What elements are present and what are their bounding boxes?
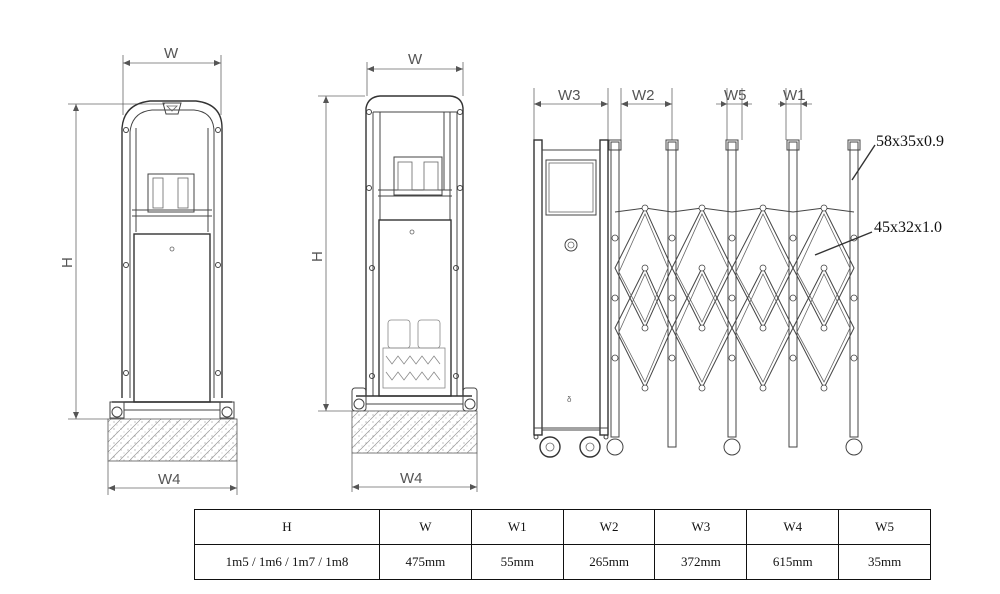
header-h: H bbox=[194, 509, 380, 545]
front-height-label: H bbox=[59, 257, 76, 268]
front-view: W H bbox=[59, 45, 238, 495]
side-base-label: W4 bbox=[400, 470, 423, 487]
header-w5: W5 bbox=[838, 509, 931, 545]
value-w: 475mm bbox=[379, 544, 472, 580]
value-h: 1m5 / 1m6 / 1m7 / 1m8 bbox=[194, 544, 380, 580]
header-w: W bbox=[379, 509, 472, 545]
spec-header-row: H W W1 W2 W3 W4 W5 bbox=[194, 509, 931, 545]
side-view: W H bbox=[309, 51, 478, 492]
gate-w3-label: W3 bbox=[558, 87, 581, 104]
front-width-label: W bbox=[164, 45, 179, 62]
header-w3: W3 bbox=[654, 509, 748, 545]
gate-w2-label: W2 bbox=[632, 87, 655, 104]
value-w5: 35mm bbox=[838, 544, 931, 580]
spec-table: H W W1 W2 W3 W4 W5 1m5 / 1m6 / 1m7 / 1m8… bbox=[194, 509, 931, 580]
value-w4: 615mm bbox=[746, 544, 840, 580]
side-width-label: W bbox=[408, 51, 423, 68]
value-w3: 372mm bbox=[654, 544, 748, 580]
front-base-label: W4 bbox=[158, 471, 181, 488]
gate-view: W3 W2 W5 W1 δ bbox=[533, 87, 944, 458]
svg-text:δ: δ bbox=[567, 395, 572, 404]
gate-w1-label: W1 bbox=[783, 87, 806, 104]
callout-post-size: 58x35x0.9 bbox=[876, 133, 944, 150]
spec-value-row: 1m5 / 1m6 / 1m7 / 1m8 475mm 55mm 265mm 3… bbox=[194, 544, 931, 580]
header-w2: W2 bbox=[562, 509, 656, 545]
header-w4: W4 bbox=[746, 509, 840, 545]
side-height-label: H bbox=[309, 251, 326, 262]
gate-w5-label: W5 bbox=[724, 87, 747, 104]
header-w1: W1 bbox=[470, 509, 564, 545]
value-w1: 55mm bbox=[470, 544, 564, 580]
callout-lattice-size: 45x32x1.0 bbox=[874, 219, 942, 236]
value-w2: 265mm bbox=[562, 544, 656, 580]
